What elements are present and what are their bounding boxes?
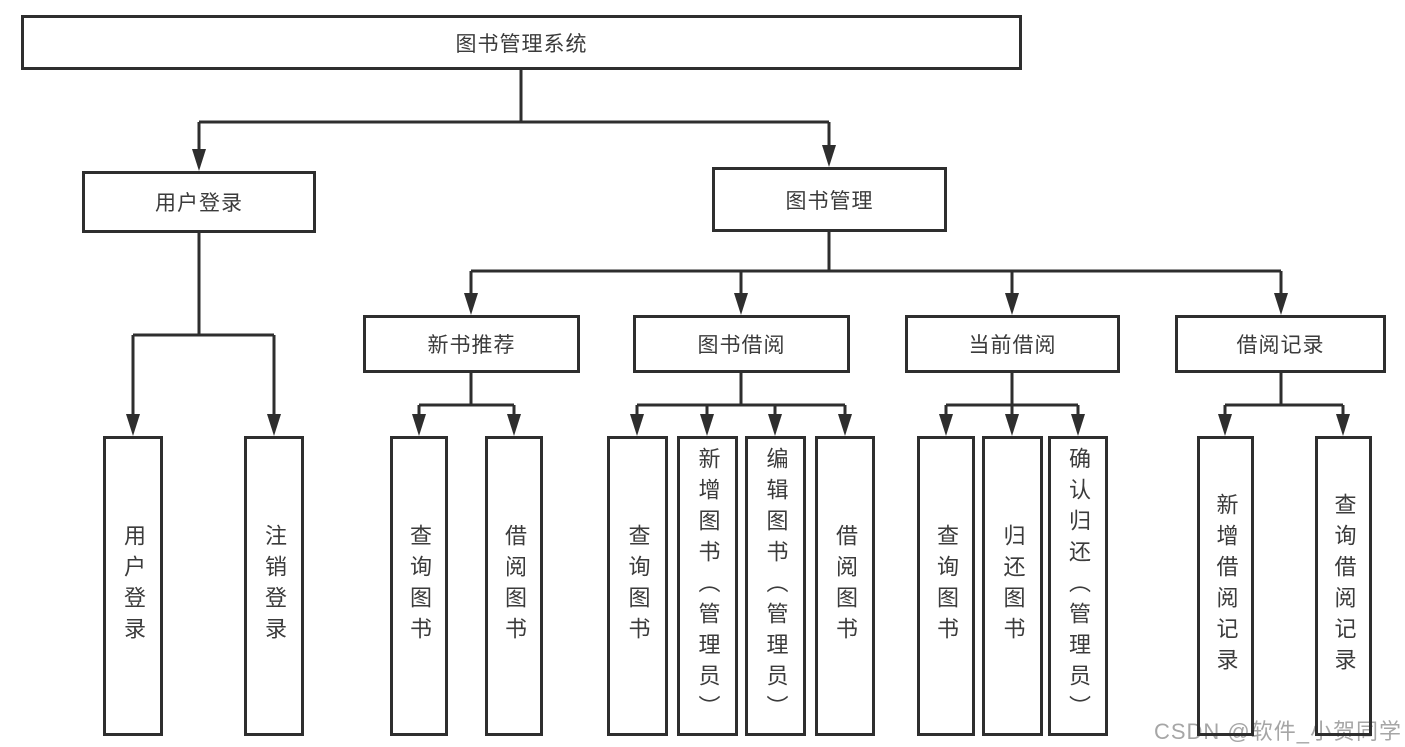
csdn-watermark: CSDN @软件_小贺同学 (1153, 719, 1402, 744)
leaf-confirm-return-admin: 确认归还（管理员） (1048, 436, 1108, 736)
leaf-add-borrow-record-label: 新增借阅记录 (1213, 493, 1239, 679)
connector-user-login-to-leaves (126, 233, 281, 436)
node-book-management: 图书管理 (712, 167, 947, 232)
leaf-query-books-current-label: 查询图书 (934, 524, 959, 648)
connector-current-borrow-to-leaves (939, 373, 1085, 436)
node-book-borrow-label: 图书借阅 (697, 334, 786, 357)
leaf-query-books-recommend-label: 查询图书 (407, 524, 432, 648)
leaf-add-book-admin: 新增图书（管理员） (677, 436, 738, 736)
node-current-borrow-label: 当前借阅 (968, 334, 1057, 357)
leaf-return-books: 归还图书 (982, 436, 1043, 736)
leaf-logout-label: 注销登录 (262, 524, 287, 648)
connector-root-to-level2 (192, 70, 836, 171)
connector-borrow-records-to-leaves (1218, 373, 1350, 436)
connector-book-management-to-level3 (464, 232, 1288, 315)
leaf-edit-book-admin: 编辑图书（管理员） (745, 436, 806, 736)
node-user-login: 用户登录 (82, 171, 316, 233)
leaf-add-book-admin-label: 新增图书（管理员） (695, 446, 721, 726)
leaf-query-books-recommend: 查询图书 (390, 436, 448, 736)
leaf-user-login-label: 用户登录 (121, 524, 146, 648)
node-book-management-label: 图书管理 (785, 189, 874, 213)
node-library-system-label: 图书管理系统 (455, 32, 588, 56)
node-library-system: 图书管理系统 (21, 15, 1022, 70)
leaf-borrow-books: 借阅图书 (815, 436, 875, 736)
leaf-return-books-label: 归还图书 (1000, 524, 1026, 648)
leaf-user-login: 用户登录 (103, 436, 163, 736)
leaf-borrow-books-recommend: 借阅图书 (485, 436, 543, 736)
leaf-borrow-books-recommend-label: 借阅图书 (502, 524, 527, 648)
connector-new-book-recommend-to-leaves (412, 373, 521, 436)
leaf-query-books-current: 查询图书 (917, 436, 975, 736)
node-user-login-label: 用户登录 (155, 192, 243, 215)
node-borrow-records-label: 借阅记录 (1236, 334, 1325, 357)
leaf-add-borrow-record: 新增借阅记录 (1197, 436, 1254, 736)
node-new-book-recommend-label: 新书推荐 (427, 334, 516, 357)
leaf-logout: 注销登录 (244, 436, 304, 736)
connector-book-borrow-to-leaves (630, 373, 852, 436)
leaf-query-books-borrow-label: 查询图书 (625, 524, 651, 648)
leaf-query-borrow-record: 查询借阅记录 (1315, 436, 1372, 736)
node-book-borrow: 图书借阅 (633, 315, 850, 373)
leaf-query-books-borrow: 查询图书 (607, 436, 668, 736)
leaf-confirm-return-admin-label: 确认归还（管理员） (1066, 446, 1091, 726)
leaf-query-borrow-record-label: 查询借阅记录 (1331, 493, 1357, 679)
node-borrow-records: 借阅记录 (1175, 315, 1386, 373)
leaf-borrow-books-label: 借阅图书 (833, 524, 858, 648)
node-new-book-recommend: 新书推荐 (363, 315, 580, 373)
leaf-edit-book-admin-label: 编辑图书（管理员） (763, 446, 789, 726)
node-current-borrow: 当前借阅 (905, 315, 1120, 373)
